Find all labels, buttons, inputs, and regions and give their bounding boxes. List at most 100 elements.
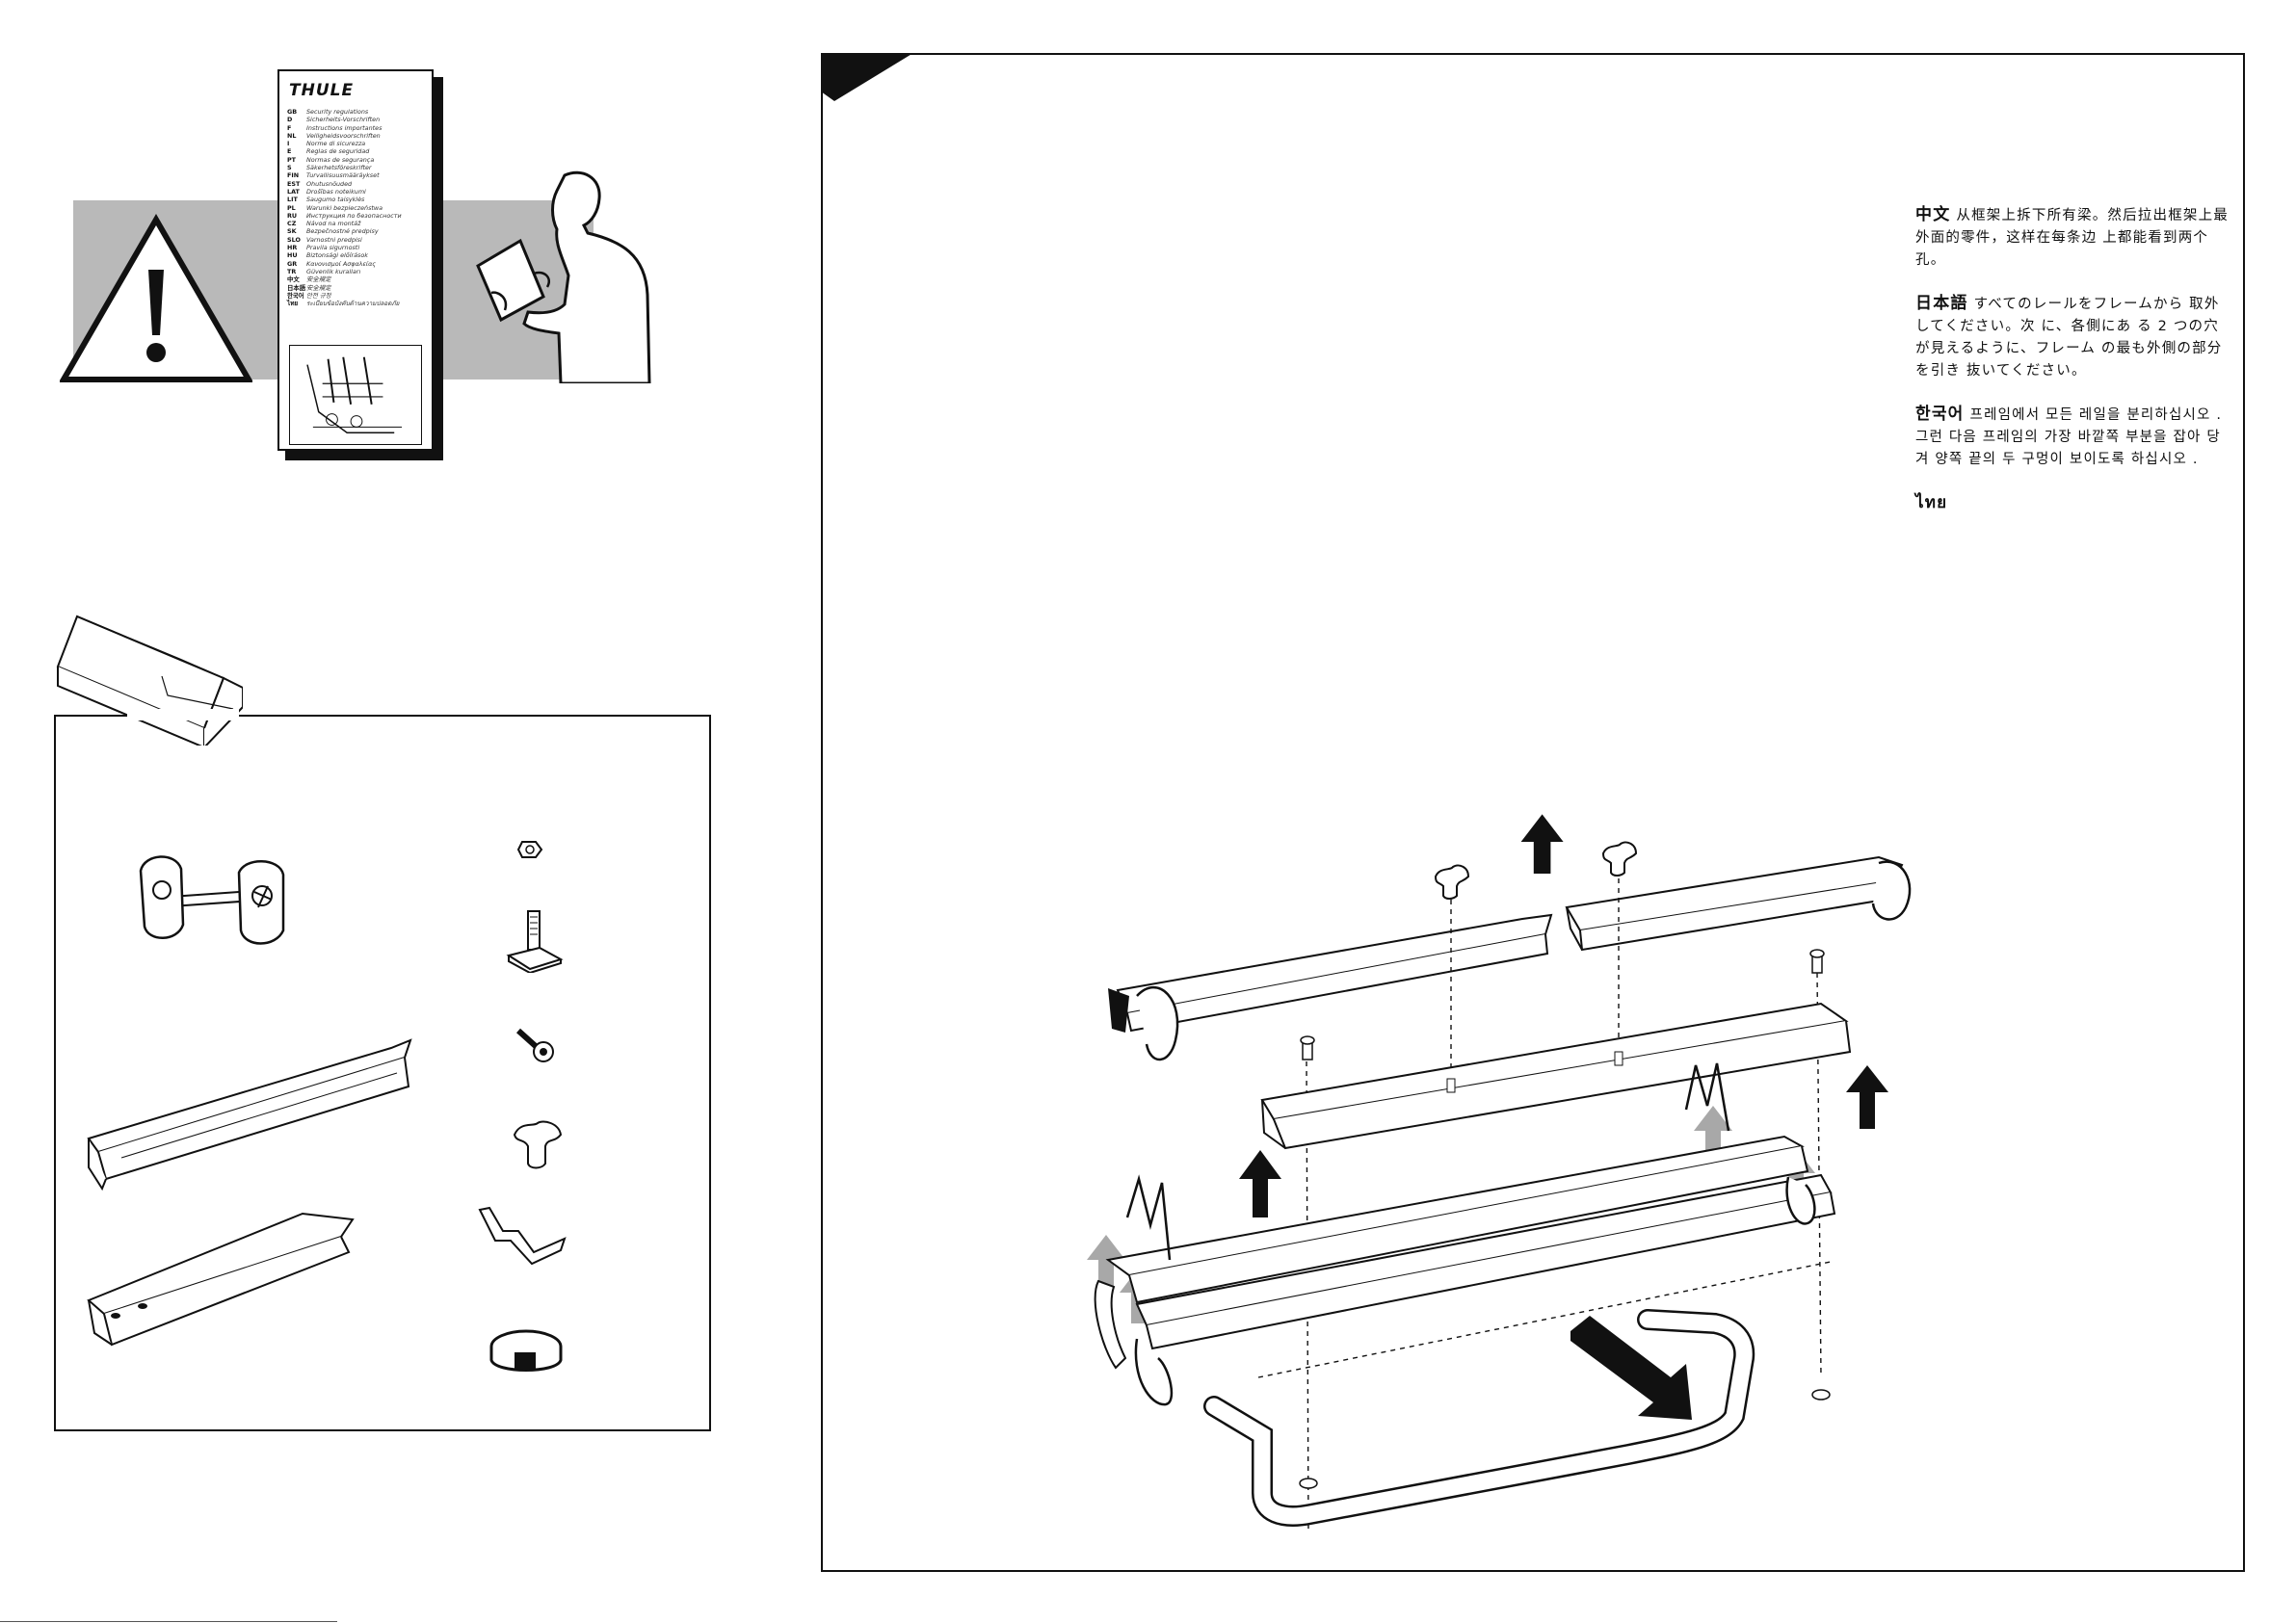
booklet-language-code: SLO xyxy=(287,235,301,244)
screw-icon xyxy=(1299,1478,1318,1489)
knob-part xyxy=(513,1120,563,1169)
t-bolt-part xyxy=(506,910,564,973)
booklet-language-row: GB Security regulations xyxy=(287,108,428,116)
booklet-language-title: Drošības noteikumi xyxy=(306,187,366,196)
booklet-language-row: E Reglas de seguridad xyxy=(287,147,428,155)
booklet-language-row: ไทย ระเบียบข้อบังคับด้านความปลอดภัย xyxy=(287,300,428,307)
booklet-language-code: I xyxy=(287,140,290,148)
booklet-language-code: ไทย xyxy=(287,300,299,308)
knob-icon xyxy=(1601,841,1638,877)
booklet-language-code: E xyxy=(287,147,292,156)
booklet-language-row: EST Ohutusnõuded xyxy=(287,180,428,188)
booklet-language-code: GB xyxy=(287,108,298,116)
parts-list-frame xyxy=(54,715,711,1431)
booklet-language-code: PT xyxy=(287,155,297,164)
booklet-language-title: Veiligheidsvoorschriften xyxy=(306,131,381,140)
booklet-language-title: 安全規定 xyxy=(306,275,331,284)
booklet-language-row: LIT Saugumo taisyklės xyxy=(287,196,428,203)
base-frame xyxy=(1094,1062,1836,1406)
booklet-language-code: S xyxy=(287,164,292,172)
booklet-language-title: Reglas de seguridad xyxy=(306,147,370,156)
rail-middle xyxy=(1260,1002,1852,1150)
booklet-language-title: 안전 규정 xyxy=(306,291,331,300)
booklet-language-title: ระเบียบข้อบังคับด้านความปลอดภัย xyxy=(306,300,400,308)
instruction-lang-label: 한국어 xyxy=(1915,405,1965,424)
booklet-language-code: RU xyxy=(287,211,298,220)
booklet-language-title: Sicherheits-Vorschriften xyxy=(306,116,381,124)
booklet-language-title: Инструкция по безопасности xyxy=(306,211,402,220)
instruction-ja: 日本語すべてのレールをフレームから 取外してください。次 に、各側にあ る 2 … xyxy=(1915,293,2233,382)
instruction-lang-label: 日本語 xyxy=(1915,294,1968,313)
booklet-language-title: Pravila sigurnosti xyxy=(306,244,360,252)
booklet-language-code: F xyxy=(287,123,292,132)
booklet-language-row: PT Normas de segurança xyxy=(287,156,428,164)
wheel-holder-part xyxy=(139,855,285,945)
short-rail-part xyxy=(87,1212,355,1347)
up-arrow-icon xyxy=(1239,814,1888,1217)
booklet-language-title: Ohutusnõuded xyxy=(306,179,353,188)
booklet-language-code: TR xyxy=(287,267,297,275)
booklet-language-code: LIT xyxy=(287,196,298,204)
booklet-language-row: LAT Drošības noteikumi xyxy=(287,188,428,196)
instruction-text: すべてのレールをフレームから 取外してください。次 に、各側にあ る 2 つの穴… xyxy=(1915,297,2223,379)
step-frame xyxy=(821,53,2245,1572)
booklet-language-title: Norme di sicurezza xyxy=(306,140,366,148)
rail-upper-left xyxy=(1108,913,1553,1061)
bike-carrier-thumbnail xyxy=(289,345,422,445)
booklet-language-title: Güvenlik kuralları xyxy=(306,267,361,275)
person-reading-icon xyxy=(476,170,651,383)
booklet-language-code: LAT xyxy=(287,187,300,196)
booklet-language-title: Biztonsági előírások xyxy=(306,251,368,260)
instruction-zh: 中文从框架上拆下所有梁。然后拉出框架上最外面的零件，这样在每条边 上都能看到两个… xyxy=(1915,204,2233,272)
booklet-language-title: Turvallisuusmääräykset xyxy=(306,171,380,180)
booklet-language-row: RU Инструкция по безопасности xyxy=(287,212,428,220)
instruction-text: 프레임에서 모든 레일을 분리하십시오 . 그런 다음 프레임의 가장 바깥쪽 … xyxy=(1915,407,2223,467)
rail-upper-right xyxy=(1565,855,1912,952)
booklet-language-title: Normas de segurança xyxy=(306,155,375,164)
booklet-language-code: 日本語 xyxy=(287,283,306,292)
instruction-lang-label: 中文 xyxy=(1915,205,1951,224)
booklet-language-code: CZ xyxy=(287,220,297,228)
booklet-language-title: Κανονισμοί Ασφαλείας xyxy=(306,259,377,268)
instruction-th: ไทย xyxy=(1915,492,2233,515)
nut-part xyxy=(516,841,543,858)
thule-logo: THULE xyxy=(289,81,355,100)
booklet-language-row: S Säkerhetsföreskrifter xyxy=(287,164,428,171)
booklet-language-title: Varnostni predpisi xyxy=(306,235,362,244)
long-rail-part xyxy=(87,1038,412,1191)
booklet-language-code: D xyxy=(287,116,293,124)
booklet-language-row: CZ Návod na montáž xyxy=(287,220,428,227)
booklet-language-row: HR Pravila sigurnosti xyxy=(287,244,428,251)
tube-frame xyxy=(1203,1309,1755,1527)
booklet-language-title: Bezpečnostné predpisy xyxy=(306,227,379,236)
booklet-language-title: Säkerhetsföreskrifter xyxy=(306,164,372,172)
booklet-language-code: 한국어 xyxy=(287,291,304,300)
booklet-language-title: Saugumo taisyklės xyxy=(306,196,365,204)
bottom-rule xyxy=(0,1621,337,1622)
strap-part xyxy=(489,1329,563,1372)
booklet-language-code: EST xyxy=(287,179,301,188)
booklet-language-row: SLO Varnostni predpisi xyxy=(287,236,428,244)
warning-triangle-icon xyxy=(60,214,252,382)
step-corner-marker xyxy=(821,53,913,101)
knob-icon xyxy=(1434,864,1470,900)
booklet-language-title: 安全規定 xyxy=(306,283,331,292)
screw-icon xyxy=(1811,1389,1831,1400)
booklet-language-title: Warunki bezpieczeństwa xyxy=(306,203,383,212)
screw-part xyxy=(515,1028,554,1062)
bracket-part xyxy=(478,1206,567,1266)
instruction-text: 从框架上拆下所有梁。然后拉出框架上最外面的零件，这样在每条边 上都能看到两个 孔… xyxy=(1915,208,2230,268)
instruction-lang-label: ไทย xyxy=(1915,493,1948,512)
booklet-language-code: PL xyxy=(287,203,296,212)
booklet-language-title: Security regulations xyxy=(306,108,369,116)
booklet-language-code: HR xyxy=(287,244,298,252)
instructions-panel: 中文从框架上拆下所有梁。然后拉出框架上最外面的零件，这样在每条边 上都能看到两个… xyxy=(1915,204,2233,537)
booklet-language-title: Návod na montáž xyxy=(306,220,361,228)
